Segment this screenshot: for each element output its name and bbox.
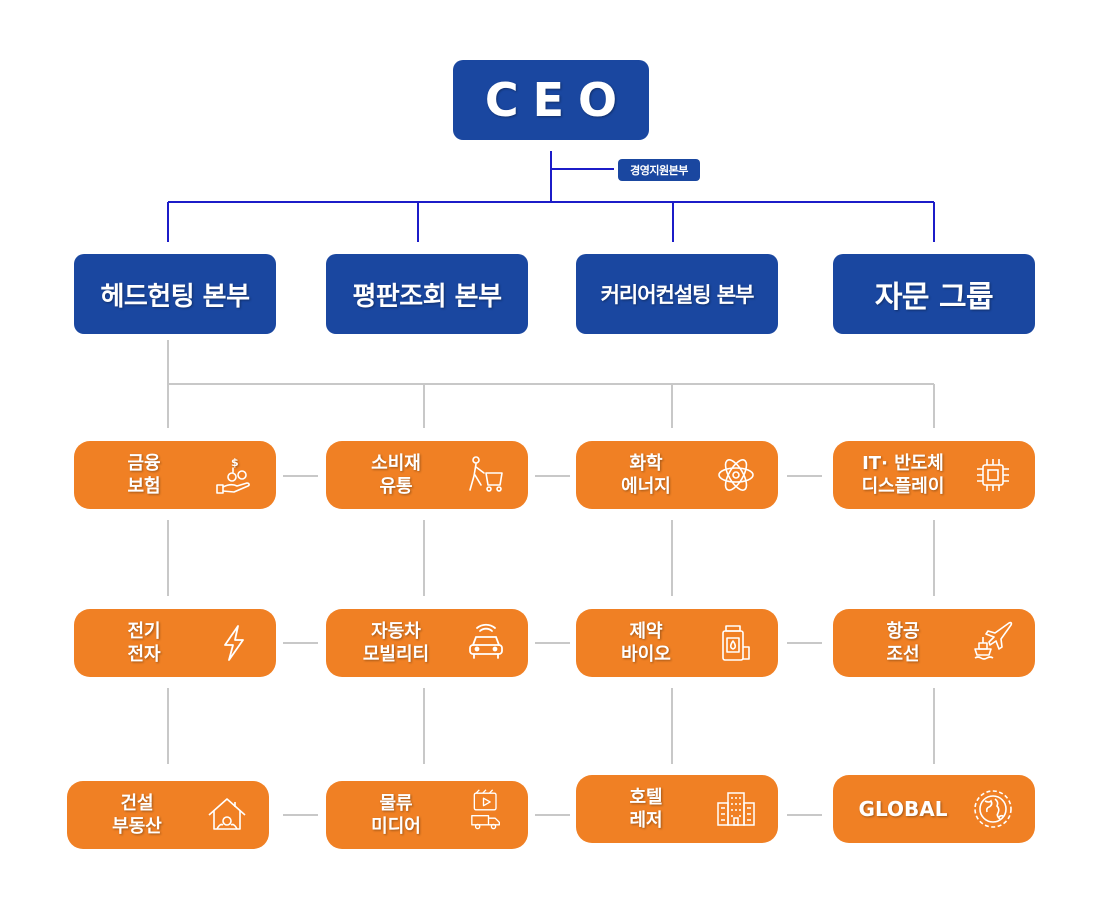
house-icon xyxy=(207,795,247,835)
chip-icon xyxy=(973,455,1013,495)
division-career-consulting: 커리어컨설팅 본부 xyxy=(576,254,778,334)
category-line1: IT· 반도체 xyxy=(862,453,944,474)
category-line1: 항공 xyxy=(886,621,920,642)
category-line1: 건설 xyxy=(120,793,154,814)
division-headhunting: 헤드헌팅 본부 xyxy=(74,254,276,334)
category-line2: 바이오 xyxy=(621,644,671,665)
gray-connectors xyxy=(167,340,935,816)
money-hand-icon: $ xyxy=(214,455,254,495)
category-line1: 화학 xyxy=(629,453,663,474)
blue-connectors xyxy=(167,151,935,242)
svg-text:$: $ xyxy=(231,456,239,469)
hotel-building-icon xyxy=(716,789,756,829)
category-line1: 소비재 xyxy=(371,453,421,474)
media-truck-icon xyxy=(466,789,506,830)
category-line1: 전기 xyxy=(127,621,161,642)
category-line2: 미디어 xyxy=(371,816,421,837)
connected-car-icon xyxy=(466,623,506,663)
category-line1: 자동차 xyxy=(371,621,421,642)
plane-ship-icon xyxy=(973,619,1013,660)
category-line1: 물류 xyxy=(379,793,413,814)
category-line2: 디스플레이 xyxy=(861,476,945,497)
division-advisory-group: 자문 그룹 xyxy=(833,254,1035,334)
category-line2: 전자 xyxy=(127,644,161,665)
management-support-label: 경영지원본부 xyxy=(618,159,700,181)
category-line1: GLOBAL xyxy=(858,796,948,821)
ceo-box: CEO xyxy=(453,60,649,140)
medicine-bottle-icon xyxy=(716,623,756,663)
category-line2: 레저 xyxy=(629,810,663,831)
shopping-cart-icon xyxy=(466,455,506,495)
category-line1: 호텔 xyxy=(629,787,663,808)
atom-icon xyxy=(716,455,756,495)
category-line2: 모빌리티 xyxy=(362,644,430,665)
division-reference-check: 평판조회 본부 xyxy=(326,254,528,334)
category-line2: 부동산 xyxy=(112,816,162,837)
category-line2: 에너지 xyxy=(621,476,671,497)
category-global: GLOBAL xyxy=(833,775,1035,843)
lightning-icon xyxy=(214,623,254,663)
category-line1: 제약 xyxy=(629,621,663,642)
globe-icon xyxy=(973,789,1013,829)
category-line2: 조선 xyxy=(886,644,920,665)
category-line1: 금융 xyxy=(127,453,161,474)
category-line2: 보험 xyxy=(127,476,161,497)
category-line2: 유통 xyxy=(379,476,413,497)
